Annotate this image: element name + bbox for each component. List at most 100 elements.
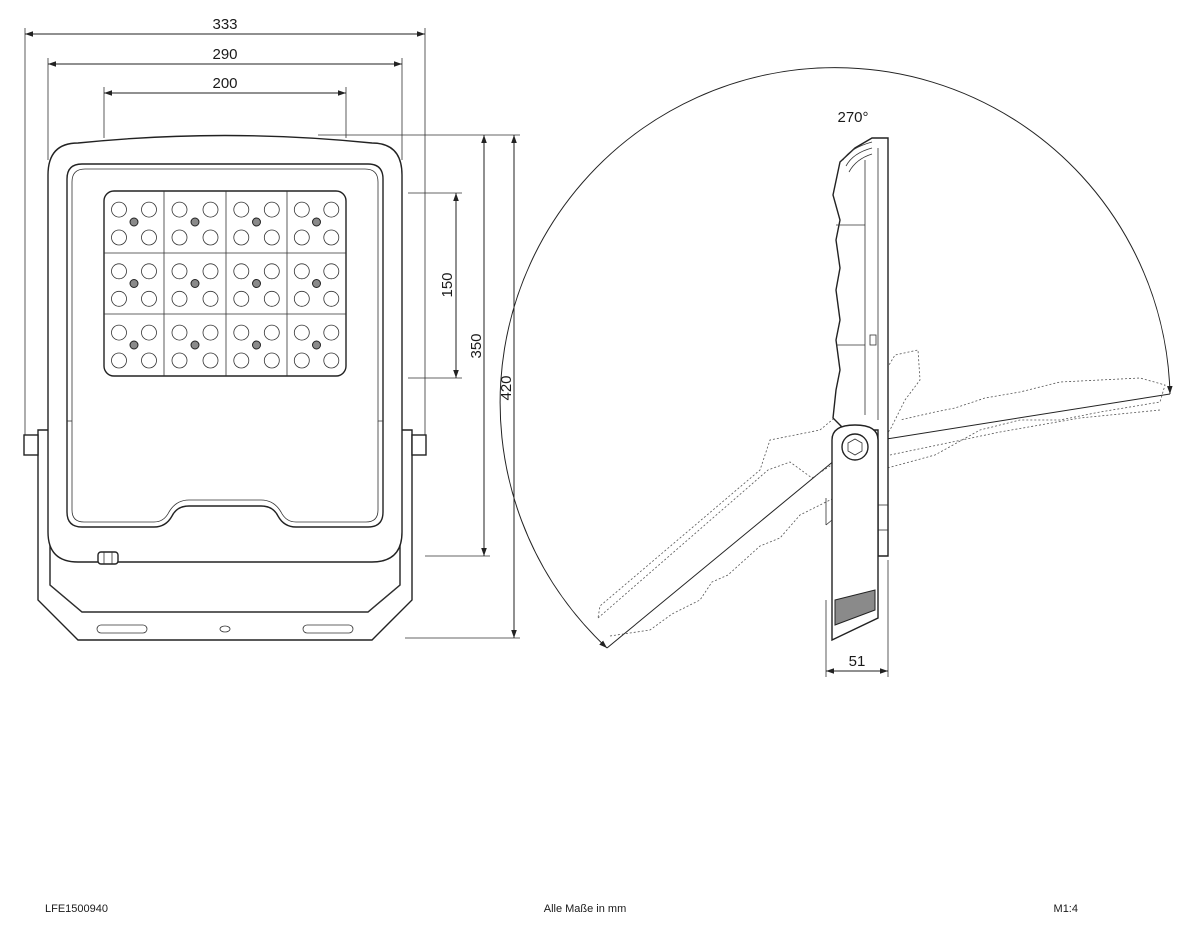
led-lens bbox=[263, 201, 280, 218]
led-lens bbox=[202, 263, 219, 280]
led-lens bbox=[171, 290, 188, 307]
led-lens bbox=[111, 229, 127, 246]
led-lens bbox=[111, 324, 127, 341]
led-lens bbox=[323, 290, 340, 307]
rotation-arc: 270° bbox=[499, 67, 1173, 649]
led-lens bbox=[323, 263, 340, 280]
pivot-bolt bbox=[841, 433, 869, 461]
dim-label-51: 51 bbox=[849, 653, 866, 670]
dim-label-290: 290 bbox=[212, 46, 237, 63]
led-lens bbox=[171, 201, 188, 218]
led-cell bbox=[171, 263, 219, 307]
front-view: 333 290 200 150 350 bbox=[23, 16, 520, 641]
led-lens bbox=[263, 229, 280, 246]
led-lens bbox=[233, 290, 250, 307]
led-sensor bbox=[252, 217, 261, 227]
led-lens bbox=[323, 229, 340, 246]
dim-label-200: 200 bbox=[212, 75, 237, 92]
led-lens bbox=[141, 201, 157, 218]
led-lens bbox=[293, 229, 310, 246]
led-sensor bbox=[190, 217, 200, 227]
dim-label-270-degrees: 270° bbox=[837, 109, 868, 126]
led-lens bbox=[111, 352, 127, 369]
pivot-knob-right bbox=[411, 434, 427, 456]
led-lens bbox=[293, 290, 310, 307]
led-module-array bbox=[103, 190, 347, 377]
led-lens bbox=[263, 352, 280, 369]
pivot-knob-left bbox=[23, 434, 39, 456]
led-cell bbox=[233, 201, 280, 246]
led-sensor bbox=[312, 279, 321, 288]
led-cell bbox=[233, 263, 280, 307]
cable-gland bbox=[97, 551, 119, 565]
led-sensor bbox=[129, 340, 139, 350]
led-cell bbox=[111, 201, 157, 246]
footer: LFE1500940 Alle Maße in mm M1:4 bbox=[45, 903, 1078, 915]
dimension-led-width: 200 bbox=[103, 75, 347, 138]
led-lens bbox=[233, 324, 250, 341]
led-sensor bbox=[252, 279, 261, 288]
led-lens bbox=[171, 229, 188, 246]
dim-label-150: 150 bbox=[439, 272, 456, 297]
led-lens bbox=[141, 263, 157, 280]
units-note: Alle Maße in mm bbox=[544, 903, 627, 915]
led-sensor bbox=[312, 217, 321, 227]
led-cell bbox=[293, 324, 340, 369]
dimension-overall-width: 333 bbox=[24, 16, 426, 440]
dimension-depth: 51 bbox=[825, 560, 889, 677]
led-lens bbox=[171, 352, 188, 369]
led-lens bbox=[263, 290, 280, 307]
led-lens bbox=[111, 201, 127, 218]
led-lens bbox=[263, 324, 280, 341]
led-sensor bbox=[252, 340, 261, 350]
led-lens bbox=[233, 229, 250, 246]
dimension-led-height: 150 bbox=[408, 192, 462, 379]
led-cell bbox=[293, 263, 340, 307]
led-cell bbox=[293, 201, 340, 246]
led-lens bbox=[111, 263, 127, 280]
led-cell bbox=[111, 263, 157, 307]
led-lens bbox=[141, 352, 157, 369]
dimension-housing-width: 290 bbox=[47, 46, 403, 160]
led-lens bbox=[202, 324, 219, 341]
led-lens bbox=[171, 324, 188, 341]
led-lens bbox=[263, 263, 280, 280]
led-lens bbox=[233, 263, 250, 280]
led-sensor bbox=[190, 279, 200, 288]
led-lens bbox=[233, 352, 250, 369]
led-cell bbox=[233, 324, 280, 369]
led-sensor bbox=[312, 340, 321, 350]
led-cell bbox=[171, 324, 219, 369]
led-lens bbox=[141, 229, 157, 246]
led-lens bbox=[111, 290, 127, 307]
led-lens bbox=[293, 324, 310, 341]
led-lens bbox=[293, 201, 310, 218]
dimension-housing-height: 350 bbox=[318, 134, 520, 557]
dim-label-350: 350 bbox=[468, 333, 485, 358]
dim-label-333: 333 bbox=[212, 16, 237, 33]
scale-label: M1:4 bbox=[1054, 903, 1078, 915]
led-sensor bbox=[129, 217, 139, 227]
dimension-overall-height: 420 bbox=[405, 135, 520, 639]
rotated-luminaire-outline bbox=[597, 349, 1166, 637]
led-sensor bbox=[190, 340, 200, 350]
led-lens bbox=[171, 263, 188, 280]
hex-socket-icon bbox=[847, 438, 863, 456]
bracket-side-profile bbox=[825, 424, 879, 642]
housing-side-profile bbox=[832, 137, 889, 557]
side-view: 270° bbox=[499, 67, 1173, 677]
led-cell bbox=[171, 201, 219, 246]
led-lens bbox=[141, 290, 157, 307]
led-lens bbox=[323, 324, 340, 341]
led-lens bbox=[293, 352, 310, 369]
bracket-hole bbox=[219, 625, 231, 633]
led-lens bbox=[323, 201, 340, 218]
led-lens bbox=[323, 352, 340, 369]
led-lens bbox=[233, 201, 250, 218]
led-lens bbox=[202, 201, 219, 218]
bracket-slot-right bbox=[302, 624, 354, 634]
led-lens bbox=[141, 324, 157, 341]
article-number: LFE1500940 bbox=[45, 903, 108, 915]
led-lens bbox=[293, 263, 310, 280]
